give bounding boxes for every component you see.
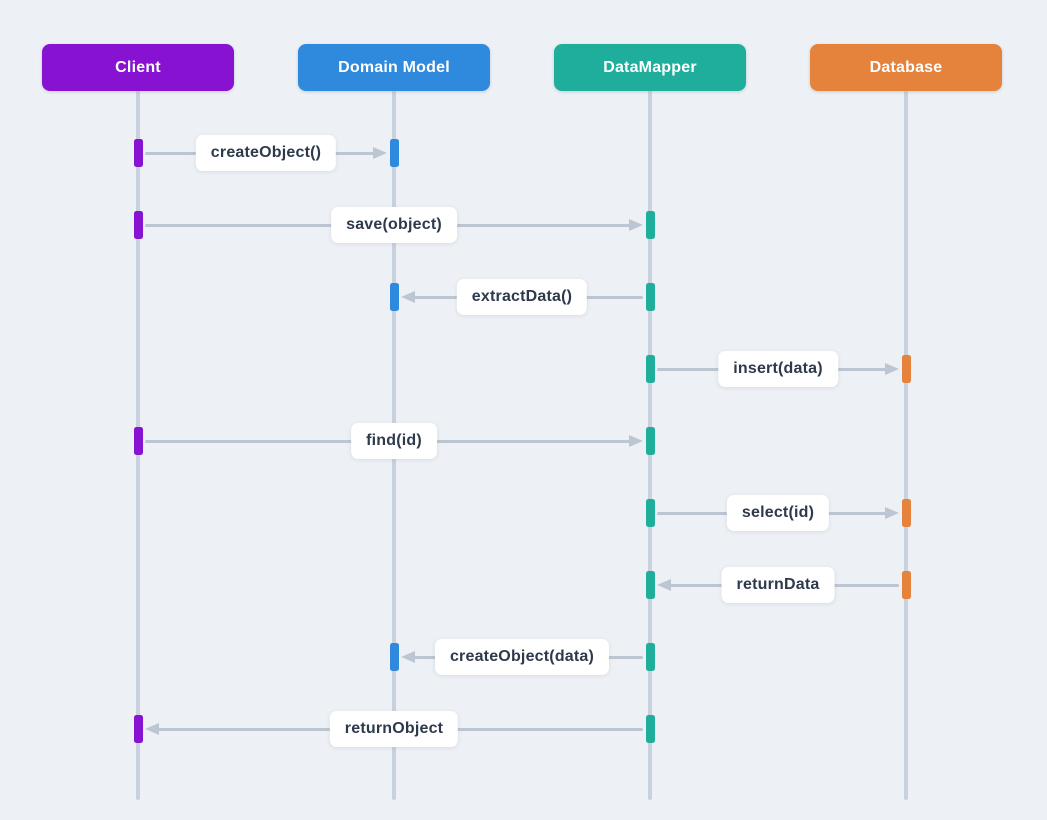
message-label-msg7: returnData <box>721 567 835 603</box>
message-label-text-msg6: select(id) <box>741 504 815 521</box>
actor-label-domain-model: Domain Model <box>338 58 450 76</box>
activation-bar-datamapper-msg3-source <box>645 283 655 311</box>
message-arrowhead-msg3 <box>401 291 415 303</box>
message-arrowhead-msg5 <box>629 435 643 447</box>
activation-bar-datamapper-msg6-source <box>645 499 655 527</box>
activation-bar-datamapper-msg9-source <box>645 715 655 743</box>
activation-bar-database-msg6-target <box>901 499 911 527</box>
message-label-text-msg4: insert(data) <box>733 360 823 377</box>
actor-header-database: Database <box>810 44 1002 91</box>
message-label-msg2: save(object) <box>331 207 457 243</box>
activation-bar-database-msg7-source <box>901 571 911 599</box>
message-arrowhead-msg8 <box>401 651 415 663</box>
actor-label-datamapper: DataMapper <box>603 58 697 76</box>
message-label-text-msg7: returnData <box>736 576 820 593</box>
activation-bar-client-msg9-target <box>133 715 143 743</box>
message-label-text-msg2: save(object) <box>346 216 442 233</box>
actor-label-database: Database <box>869 58 943 76</box>
message-label-msg9: returnObject <box>329 711 459 747</box>
activation-bar-datamapper-msg2-target <box>645 211 655 239</box>
message-arrowhead-msg7 <box>657 579 671 591</box>
message-label-text-msg8: createObject(data) <box>449 648 595 665</box>
activation-bar-domain-model-msg1-target <box>389 139 399 167</box>
activation-bar-domain-model-msg8-target <box>389 643 399 671</box>
activation-bar-datamapper-msg4-source <box>645 355 655 383</box>
actor-label-client: Client <box>115 58 161 76</box>
activation-bar-domain-model-msg3-target <box>389 283 399 311</box>
lifeline-database <box>904 91 908 800</box>
message-arrowhead-msg9 <box>145 723 159 735</box>
activation-bar-client-msg2-source <box>133 211 143 239</box>
message-label-msg4: insert(data) <box>718 351 838 387</box>
actor-header-domain-model: Domain Model <box>298 44 490 91</box>
message-label-text-msg3: extractData() <box>471 288 573 305</box>
activation-bar-datamapper-msg5-target <box>645 427 655 455</box>
activation-bar-client-msg1-source <box>133 139 143 167</box>
message-arrowhead-msg2 <box>629 219 643 231</box>
activation-bar-database-msg4-target <box>901 355 911 383</box>
message-label-text-msg9: returnObject <box>344 720 444 737</box>
activation-bar-datamapper-msg7-target <box>645 571 655 599</box>
message-label-text-msg1: createObject() <box>210 144 322 161</box>
activation-bar-datamapper-msg8-source <box>645 643 655 671</box>
message-arrowhead-msg4 <box>885 363 899 375</box>
message-label-msg8: createObject(data) <box>434 639 610 675</box>
message-label-text-msg5: find(id) <box>366 432 422 449</box>
actor-header-client: Client <box>42 44 234 91</box>
message-label-msg3: extractData() <box>456 279 588 315</box>
message-label-msg5: find(id) <box>351 423 437 459</box>
message-label-msg6: select(id) <box>726 495 830 531</box>
message-arrowhead-msg6 <box>885 507 899 519</box>
actor-header-datamapper: DataMapper <box>554 44 746 91</box>
activation-bar-client-msg5-source <box>133 427 143 455</box>
message-label-msg1: createObject() <box>195 135 337 171</box>
message-arrowhead-msg1 <box>373 147 387 159</box>
